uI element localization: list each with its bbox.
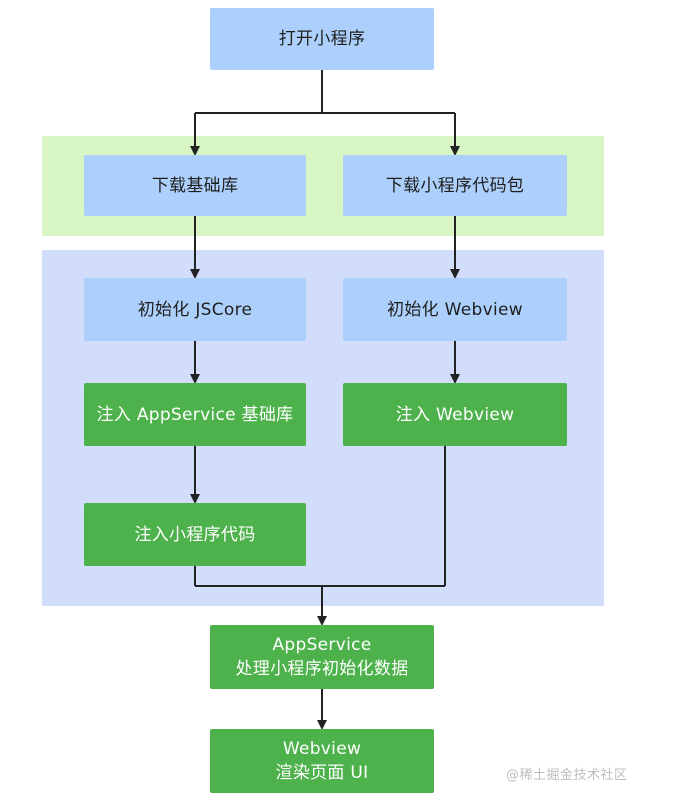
download-base-library-node: 下载基础库 <box>84 155 306 216</box>
inject-mini-program-code-node: 注入小程序代码 <box>84 503 306 566</box>
download-base-library-label: 下载基础库 <box>151 175 239 196</box>
init-webview-label: 初始化 Webview <box>387 299 523 320</box>
webview-render-node: Webview 渲染页面 UI <box>210 729 434 793</box>
open-mini-program-label: 打开小程序 <box>278 29 366 49</box>
appservice-title-label: AppService <box>272 635 372 655</box>
watermark-text: @稀土掘金技术社区 <box>506 768 628 783</box>
webview-title-label: Webview <box>282 739 362 759</box>
init-jscore-label: 初始化 JSCore <box>137 299 253 320</box>
inject-webview-label: 注入 Webview <box>395 404 515 425</box>
webview-description-label: 渲染页面 UI <box>275 763 369 783</box>
inject-appservice-library-label: 注入 AppService 基础库 <box>96 404 294 425</box>
appservice-process-node: AppService 处理小程序初始化数据 <box>210 625 434 689</box>
inject-appservice-library-node: 注入 AppService 基础库 <box>84 383 306 446</box>
download-code-package-label: 下载小程序代码包 <box>385 175 525 196</box>
init-jscore-node: 初始化 JSCore <box>84 278 306 341</box>
appservice-description-label: 处理小程序初始化数据 <box>235 659 409 679</box>
download-code-package-node: 下载小程序代码包 <box>343 155 567 216</box>
init-webview-node: 初始化 Webview <box>343 278 567 341</box>
open-mini-program-node: 打开小程序 <box>210 8 434 70</box>
inject-mini-program-code-label: 注入小程序代码 <box>134 524 256 545</box>
inject-webview-node: 注入 Webview <box>343 383 567 446</box>
